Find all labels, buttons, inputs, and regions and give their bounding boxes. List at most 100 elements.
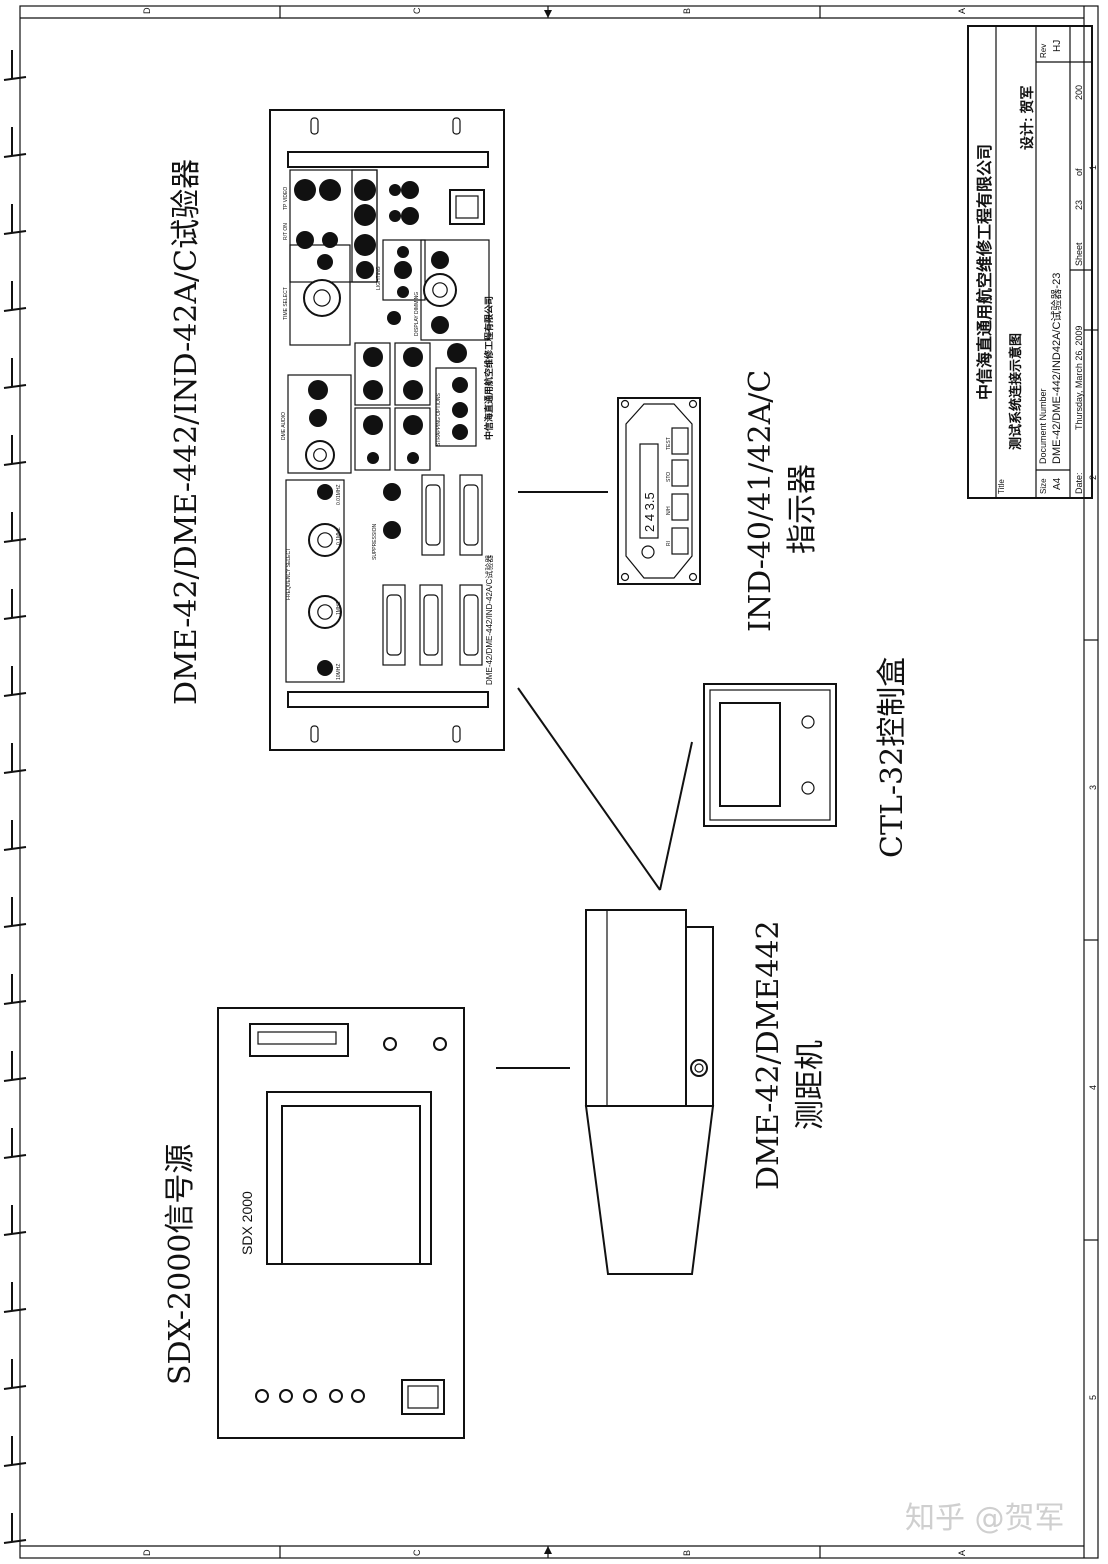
rev-label: Rev [1039,44,1048,58]
panel-knob [407,452,419,464]
panel-knob [363,380,383,400]
zone-labels-top: D C B A D C B A [142,7,967,1556]
margin-mark [3,435,27,466]
panel-knob [309,409,327,427]
control-box-device [703,683,837,827]
size-label: Size [1039,478,1048,494]
svg-text:STRAPPING OPTIONS: STRAPPING OPTIONS [436,393,442,446]
margin-mark [3,281,27,312]
panel-knob [383,483,401,501]
sheet-border [19,5,1099,1559]
title-label: Title [997,479,1006,494]
rotary-dial [308,523,342,557]
margin-mark [3,666,27,697]
rotary-dial [423,273,457,307]
indicator-readout: 2 4 3.5 [642,492,657,532]
zone-label: B [682,8,692,14]
db-connector-shell [463,594,479,656]
panel-knob [387,311,401,325]
margin-mark [3,1205,27,1236]
margin-mark [3,127,27,158]
margin-mark [3,897,27,928]
panel-knob [403,347,423,367]
indicator-device: 2 4 3.5 TEST STO N/H RI [617,397,701,585]
date-label: Date: [1074,472,1084,494]
indicator-display [639,443,659,539]
panel-knob [354,234,376,256]
panel-knob [447,343,467,363]
signal-source-label: SDX-2000信号源 [163,1144,198,1385]
margin-mark [3,820,27,851]
zone-label: D [142,1549,152,1556]
svg-text:0.1MHZ: 0.1MHZ [336,527,342,545]
margin-mark [3,50,27,81]
db-connector [459,584,483,666]
connection-lines [496,491,693,1069]
zone-label: A [957,1550,967,1556]
margin-mark [3,1128,27,1159]
indicator-button [671,427,689,455]
indicator-name-label: 指示器 [785,464,820,554]
panel-knob [319,179,341,201]
svg-text:RI: RI [666,541,672,546]
svg-text:STO: STO [666,472,672,482]
svg-text:LIGHTING: LIGHTING [376,266,382,290]
svg-text:TP VIDEO: TP VIDEO [283,187,289,210]
panel-knob [389,184,401,196]
panel-knob [397,286,409,298]
svg-text:DME AUDIO: DME AUDIO [281,412,287,440]
dme-unit-model-label: DME-42/DME442 [751,920,786,1190]
panel-knob [354,179,376,201]
sheet-number: 23 [1074,200,1084,210]
watermark: 知乎 @贺军 [905,1501,1065,1536]
panel-knob [431,316,449,334]
panel-knob [401,207,419,225]
panel-knob [367,452,379,464]
zone-label: C [412,1549,422,1556]
margin-mark [3,1282,27,1313]
rotary-dial-center [317,604,333,620]
sheet-label: Sheet [1074,242,1084,266]
drawing-title: 测试系统连接示意图 [1008,333,1023,450]
margin-mark [3,1359,27,1390]
panel-knob [452,424,468,440]
sheet-total: 200 [1074,85,1084,100]
margin-mark [3,743,27,774]
svg-text:DISPLAY DIMMING: DISPLAY DIMMING [414,292,420,336]
dme-unit-device [584,909,715,1275]
panel-knob [452,402,468,418]
tester-label: DME-42/DME-442/IND-42A/C试验器 [169,159,204,705]
margin-mark [3,589,27,620]
panel-caption: DME-42/DME-442/IND-42A/C试验器 [484,555,494,685]
db-connector [421,474,445,556]
db-connector-shell [423,594,439,656]
svg-text:R/T ON: R/T ON [283,223,289,240]
db-connector-shell [463,484,479,546]
panel-knob [317,484,333,500]
svg-text:10MHZ: 10MHZ [336,664,342,680]
db-connector-shell [425,484,441,546]
panel-knob [363,415,383,435]
doc-number: DME-42/DME-442/IND42A/C试验器-23 [1049,273,1063,464]
db-connector [419,584,443,666]
panel-knob [294,179,316,201]
panel-knob [317,254,333,270]
panel-knob [322,232,338,248]
panel-knob [397,246,409,258]
db-connector-shell [386,594,402,656]
date-value: Thursday, March 26, 2009 [1074,326,1084,430]
size-value: A4 [1052,477,1063,490]
left-margin-marks [3,50,27,1544]
dme-unit-name-label: 测距机 [793,1040,828,1130]
zone-label: D [142,7,152,14]
rotary-dial [305,440,335,470]
svg-text:FREQUENCY SELECT: FREQUENCY SELECT [286,548,292,600]
db-connector [382,584,406,666]
rotary-dial-center [313,289,331,307]
company-name: 中信海直通用航空维修工程有限公司 [975,144,994,400]
panel-knob [354,204,376,226]
zone-label: C [412,7,422,14]
rotary-dial-center [317,532,333,548]
db-connector [459,474,483,556]
svg-text:1MHZ: 1MHZ [336,601,342,615]
